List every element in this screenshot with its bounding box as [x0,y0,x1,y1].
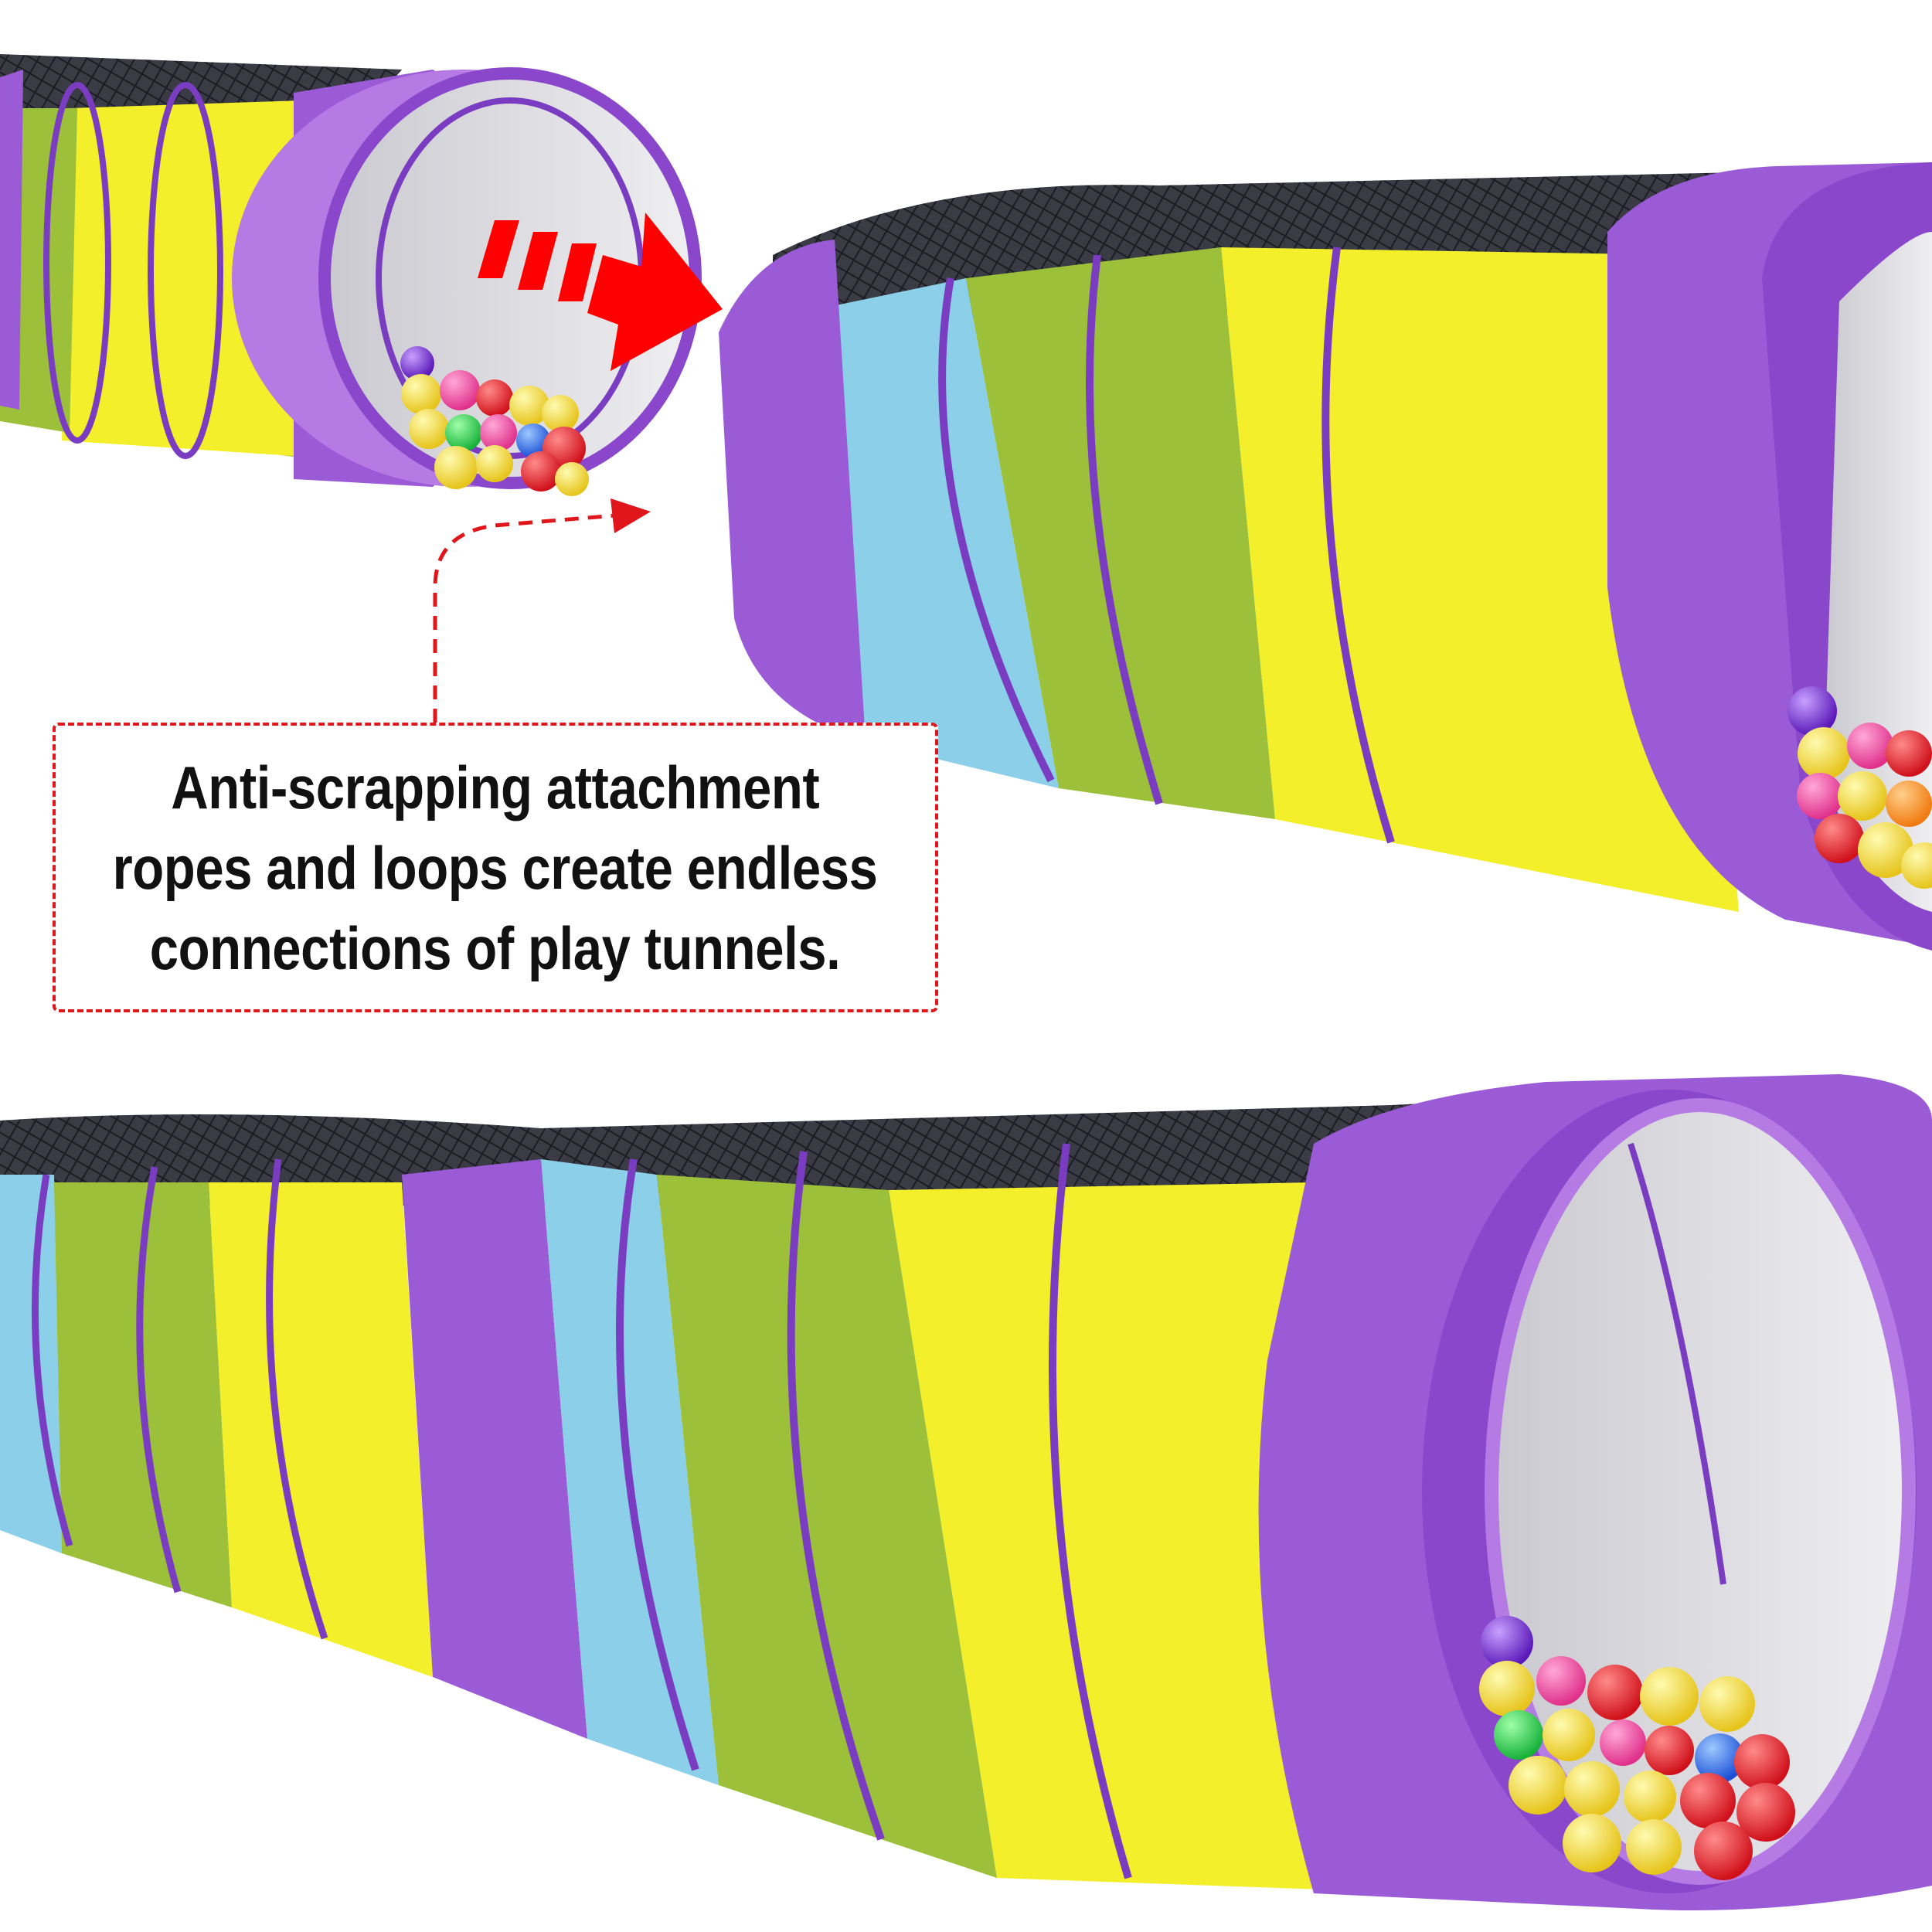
medium-tunnel [719,162,1932,951]
ball-pile-small [400,346,589,496]
long-tunnel [0,1074,1932,1910]
ball-pile-long [1479,1616,1795,1880]
caption-line-3: connections of play tunnels. [150,913,841,982]
red-dotted-connector-arrow-icon [433,498,651,723]
caption-line-1: Anti-scrapping attachment [171,753,820,821]
caption-line-2: ropes and loops create endless [113,833,878,902]
small-tunnel [0,54,702,496]
ball-pile-medium [1787,686,1932,889]
caption-box: Anti-scrapping attachment ropes and loop… [53,723,938,1012]
red-dashed-arrow-icon [478,213,723,371]
